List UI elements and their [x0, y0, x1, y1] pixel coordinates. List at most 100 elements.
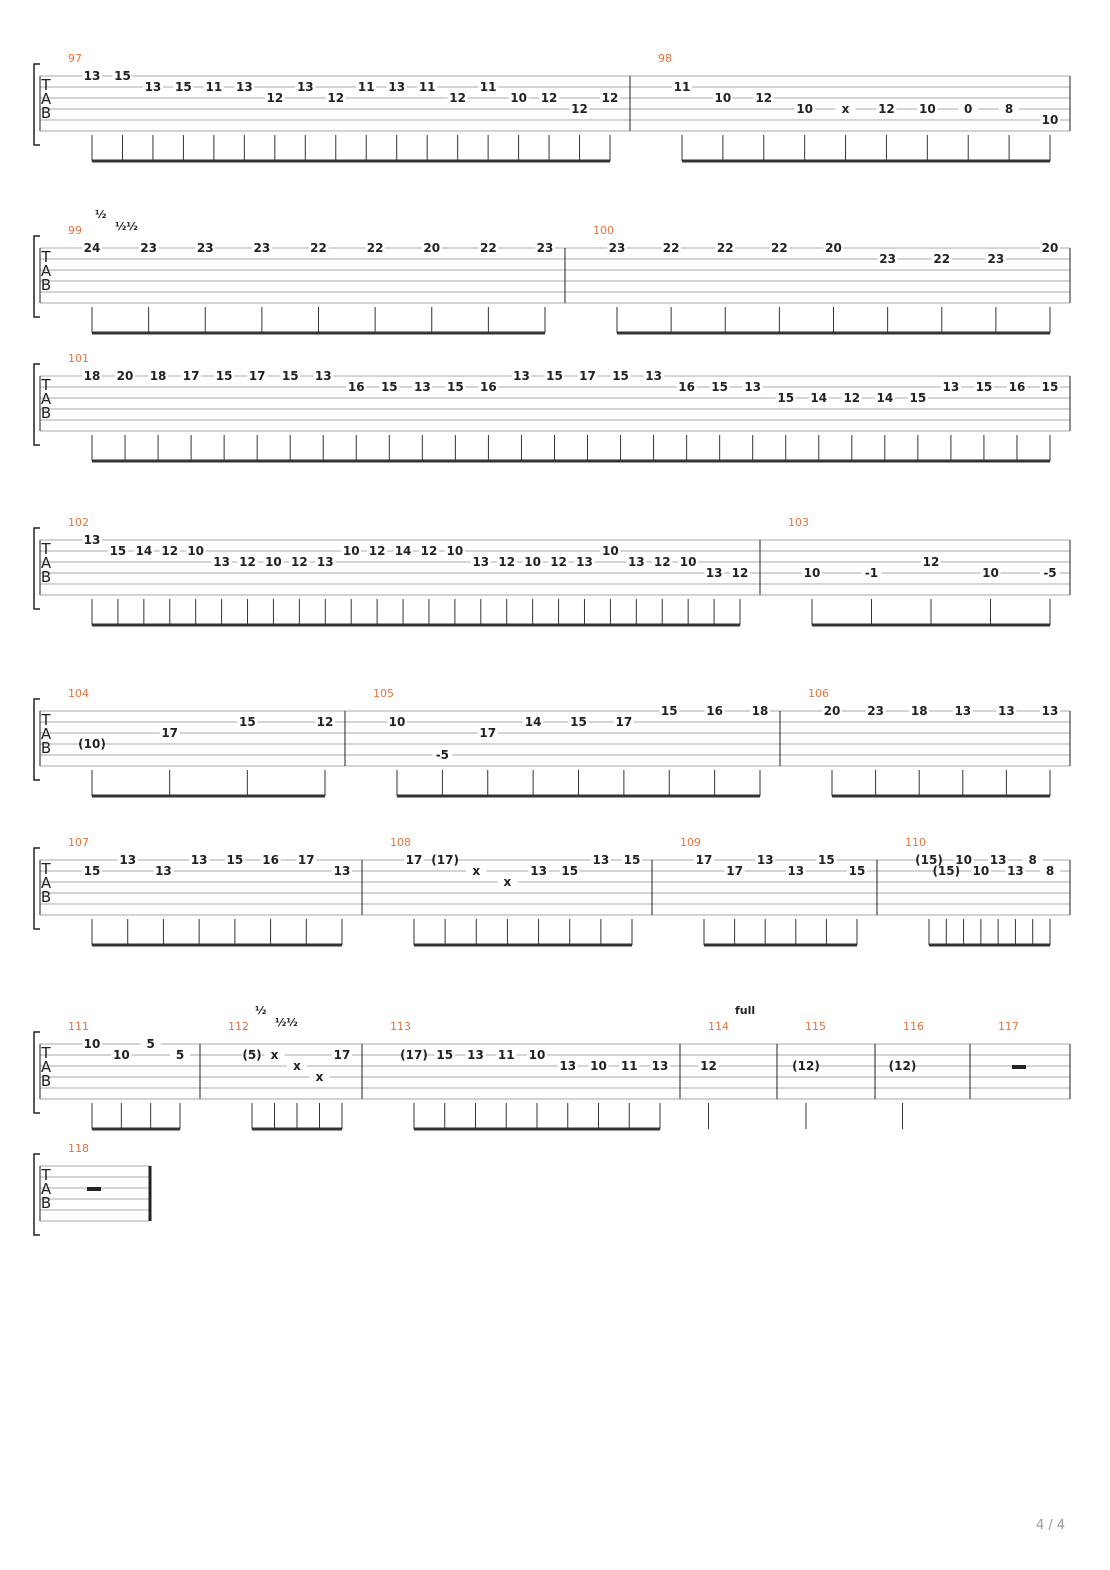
- fret-bg: [296, 855, 317, 866]
- fret-number: 14: [525, 715, 542, 729]
- fret-bg: [527, 1050, 547, 1061]
- fret-bg: [892, 1061, 913, 1072]
- fret-number: 15: [612, 369, 629, 383]
- fret-number: (12): [889, 1059, 917, 1073]
- fret-bg: [619, 1061, 640, 1072]
- fret-bg: [600, 93, 620, 104]
- measure-number: 107: [68, 836, 89, 849]
- fret-number: 12: [541, 91, 558, 105]
- fret-bg: [559, 866, 580, 877]
- fret-bg: [816, 855, 837, 866]
- fret-number: 11: [419, 80, 436, 94]
- fret-bg: [822, 706, 842, 717]
- fret-bg: [539, 93, 560, 104]
- measure-number: 110: [905, 836, 926, 849]
- fret-number: x: [842, 102, 850, 116]
- fret-number: 10: [187, 544, 204, 558]
- fret-bg: [417, 82, 438, 93]
- measure-number: 100: [593, 224, 614, 237]
- fret-bg: [876, 104, 897, 115]
- fret-number: 12: [291, 555, 308, 569]
- fret-number: 22: [367, 241, 384, 255]
- fret-number: 15: [976, 380, 993, 394]
- fret-bg: [996, 706, 1017, 717]
- fret-bg: [325, 93, 346, 104]
- fret-bg: [796, 1061, 816, 1072]
- fret-number: 17: [579, 369, 596, 383]
- fret-number: 11: [674, 80, 691, 94]
- fret-number: (15): [915, 853, 943, 867]
- fret-bg: [755, 855, 776, 866]
- fret-number: 15: [216, 369, 233, 383]
- fret-bg: [308, 243, 329, 254]
- fret-number: 17: [616, 715, 633, 729]
- fret-bg: [189, 855, 210, 866]
- fret-bg: [444, 546, 465, 557]
- fret-bg: [835, 104, 856, 115]
- fret-bg: [600, 546, 621, 557]
- tab-clef-letter: T: [40, 76, 51, 94]
- fret-bg: [237, 717, 258, 728]
- fret-bg: [919, 855, 939, 866]
- fret-bg: [802, 568, 822, 579]
- system-bracket: [33, 363, 40, 446]
- fret-bg: [247, 371, 268, 382]
- fret-number: 13: [943, 380, 960, 394]
- fret-bg: [847, 866, 867, 877]
- fret-bg: [341, 546, 362, 557]
- fret-number: x: [316, 1070, 324, 1084]
- fret-bg: [953, 855, 974, 866]
- system-bracket: [33, 235, 40, 318]
- fret-number: 17: [298, 853, 315, 867]
- tab-clef-letter: A: [41, 725, 52, 743]
- fret-number: 15: [227, 853, 244, 867]
- fret-number: 12: [923, 555, 940, 569]
- fret-bg: [315, 717, 335, 728]
- fret-number: 16: [262, 853, 279, 867]
- fret-number: 15: [910, 391, 927, 405]
- fret-number: 13: [155, 864, 172, 878]
- fret-number: -5: [436, 748, 449, 762]
- measure-number: 118: [68, 1142, 89, 1155]
- fret-number: 10: [804, 566, 821, 580]
- fret-number: 16: [480, 380, 497, 394]
- measure-number: 101: [68, 352, 89, 365]
- fret-bg: [659, 706, 680, 717]
- fret-number: (10): [78, 737, 106, 751]
- fret-number: 18: [911, 704, 928, 718]
- fret-number: 13: [990, 853, 1007, 867]
- fret-number: 13: [388, 80, 405, 94]
- fret-bg: [82, 371, 102, 382]
- fret-bg: [404, 1050, 424, 1061]
- fret-bg: [1040, 866, 1060, 877]
- tab-clef-letter: B: [41, 888, 51, 906]
- fret-number: 23: [609, 241, 626, 255]
- fret-number: 5: [176, 1048, 184, 1062]
- fret-number: 5: [146, 1037, 154, 1051]
- fret-number: 13: [297, 80, 314, 94]
- fret-bg: [574, 557, 595, 568]
- measure-number: 97: [68, 52, 82, 65]
- fret-number: 15: [447, 380, 464, 394]
- fret-number: 11: [206, 80, 223, 94]
- whole-rest: [1012, 1065, 1026, 1069]
- tab-clef-letter: A: [41, 390, 52, 408]
- fret-bg: [393, 546, 414, 557]
- system-bracket: [33, 1153, 40, 1236]
- fret-number: 15: [282, 369, 299, 383]
- fret-bg: [82, 243, 102, 254]
- fret-bg: [988, 855, 1009, 866]
- fret-number: 13: [513, 369, 530, 383]
- measure-number: 112: [228, 1020, 249, 1033]
- fret-number: 12: [700, 1059, 717, 1073]
- fret-bg: [346, 382, 367, 393]
- fret-number: 16: [348, 380, 365, 394]
- measure-number: 116: [903, 1020, 924, 1033]
- fret-number: -5: [1043, 566, 1056, 580]
- fret-bg: [447, 93, 468, 104]
